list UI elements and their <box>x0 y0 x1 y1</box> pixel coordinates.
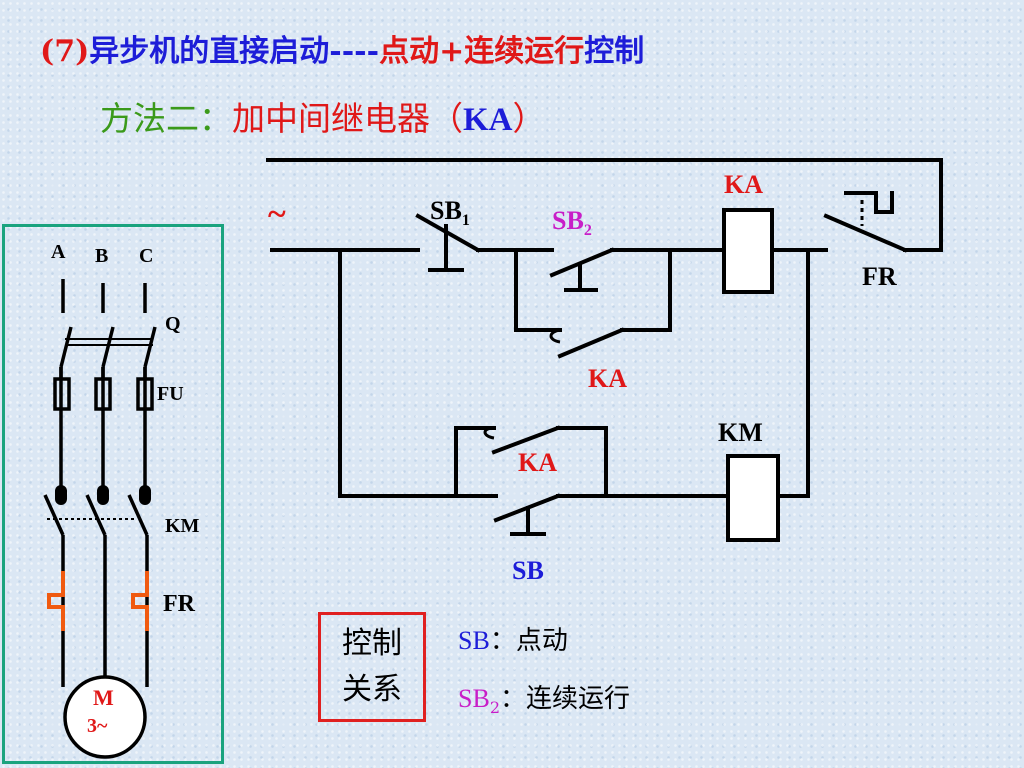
ka-lower-label: KA <box>518 448 557 477</box>
phase-c-label: C <box>139 245 154 267</box>
title-accent-continuous: 连续运行 <box>464 34 585 69</box>
km-cap-b <box>97 485 109 505</box>
sb-label: SB <box>512 556 544 585</box>
km-cap-a <box>55 485 67 505</box>
main-circuit-diagram <box>43 279 157 759</box>
control-relation-box: 控制 关系 <box>318 612 426 722</box>
relation-item-continuous-sub: 2 <box>489 698 500 718</box>
sb2-label-sub: 2 <box>583 222 592 240</box>
relation-item-continuous-code: SB <box>458 684 490 713</box>
fr-heater-c <box>131 571 149 631</box>
fr-heater-a <box>47 571 65 631</box>
title-number: (7) <box>40 34 90 69</box>
q-label: Q <box>165 313 181 335</box>
fr-actuator <box>844 191 894 214</box>
ka-hold-latch <box>549 328 561 344</box>
km-contact-c <box>127 494 149 536</box>
phase-b-label: B <box>95 245 109 267</box>
km-label: KM <box>165 515 200 537</box>
relation-item-jog-code: SB <box>458 626 490 655</box>
fr-contact <box>823 213 908 253</box>
motor-label-m: M <box>93 685 114 710</box>
sb2-label: SB2 <box>552 206 592 240</box>
relation-item-jog-text: ：点动 <box>489 626 568 656</box>
km-cap-c <box>139 485 151 505</box>
km-coil-label: KM <box>718 418 763 447</box>
sb1-label-main: SB <box>430 196 462 225</box>
km-coil <box>726 454 780 542</box>
phase-a-label: A <box>51 241 66 263</box>
control-box-line1: 控制 <box>342 626 402 661</box>
relation-item-jog: SB：点动 <box>458 620 568 657</box>
ka-hold-contact <box>557 327 625 359</box>
km-contact-b <box>85 494 107 536</box>
subtitle-close: ） <box>512 99 546 138</box>
ac-symbol: ~ <box>268 196 286 233</box>
subtitle-code: KA <box>463 102 513 138</box>
control-box-line2: 关系 <box>342 672 402 707</box>
fu-label: FU <box>157 383 184 405</box>
q-blade-c <box>143 326 157 368</box>
ka-coil <box>722 208 774 294</box>
relation-item-continuous-text: ：连续运行 <box>500 684 631 714</box>
relation-item-continuous: SB2：连续运行 <box>458 678 630 717</box>
km-contact-a <box>43 494 65 536</box>
title-main: 异步机的直接启动---- <box>89 34 380 69</box>
title-accent-control: 控制 <box>584 34 645 69</box>
ka-lower-latch <box>483 426 495 440</box>
motor-circle <box>63 675 147 759</box>
q-blade-b <box>101 326 115 368</box>
motor-label-phase: 3~ <box>87 715 108 737</box>
subtitle-method: 方法二： <box>100 99 232 138</box>
ka-coil-label: KA <box>724 170 763 199</box>
ka-hold-label: KA <box>588 364 627 393</box>
main-circuit-panel: A B C Q FU KM FR M 3~ <box>2 224 224 764</box>
q-blade-a <box>59 326 73 368</box>
fr-label: FR <box>163 591 195 617</box>
ka-lower-contact <box>491 425 561 455</box>
page-subtitle: 方法二：加中间继电器（KA） <box>100 92 546 140</box>
page-title: (7)异步机的直接启动----点动+连续运行控制 <box>40 26 644 70</box>
title-accent-jog: 点动+ <box>379 34 465 69</box>
subtitle-desc: 加中间继电器（ <box>232 99 463 138</box>
sb2-label-main: SB <box>552 206 584 235</box>
sb1-label: SB1 <box>430 196 470 230</box>
sb1-label-sub: 1 <box>461 212 470 230</box>
fr-contact-label: FR <box>862 262 897 291</box>
